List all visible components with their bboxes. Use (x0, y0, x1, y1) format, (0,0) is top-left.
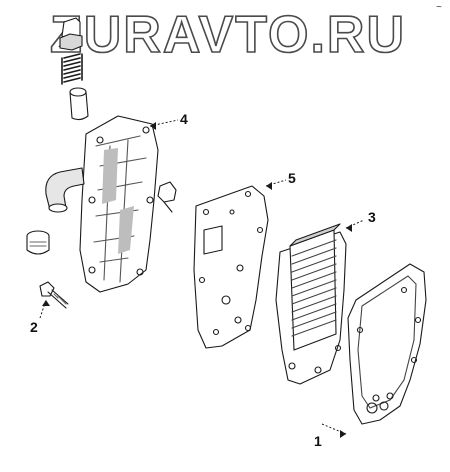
oil-cooler-part-3 (275, 223, 347, 385)
leader-3 (345, 219, 365, 229)
leader-2 (39, 299, 47, 319)
gasket-1-outline (347, 263, 427, 425)
leader-5 (265, 179, 287, 187)
housing-outlet-elbow (45, 167, 85, 211)
gasket-part-5 (193, 185, 269, 349)
relief-valve-assembly (59, 17, 89, 121)
cooler-fins (291, 239, 337, 337)
housing-outline (79, 115, 159, 293)
callout-5: 5 (288, 170, 296, 186)
corner-mark: ~ (436, 2, 442, 13)
gasket-part-1 (347, 263, 427, 425)
housing-inner-ribs (93, 135, 147, 283)
callout-4: 4 (180, 111, 188, 127)
filter-housing-part-4 (45, 115, 159, 293)
watermark-text: ZURAVTO.RU (50, 6, 406, 64)
valve-spring (61, 53, 83, 85)
callout-1: 1 (314, 433, 322, 449)
valve-piston-top (69, 87, 87, 97)
callout-2: 2 (30, 319, 38, 335)
gasket-5-outline (193, 185, 269, 349)
leader-arrows (42, 122, 352, 438)
sensor-plug (157, 181, 177, 213)
callout-3: 3 (368, 209, 376, 225)
bolt-part-2 (39, 281, 69, 309)
seal-cap (26, 230, 50, 255)
housing-shading (102, 148, 134, 254)
valve-cap-base (59, 33, 83, 51)
